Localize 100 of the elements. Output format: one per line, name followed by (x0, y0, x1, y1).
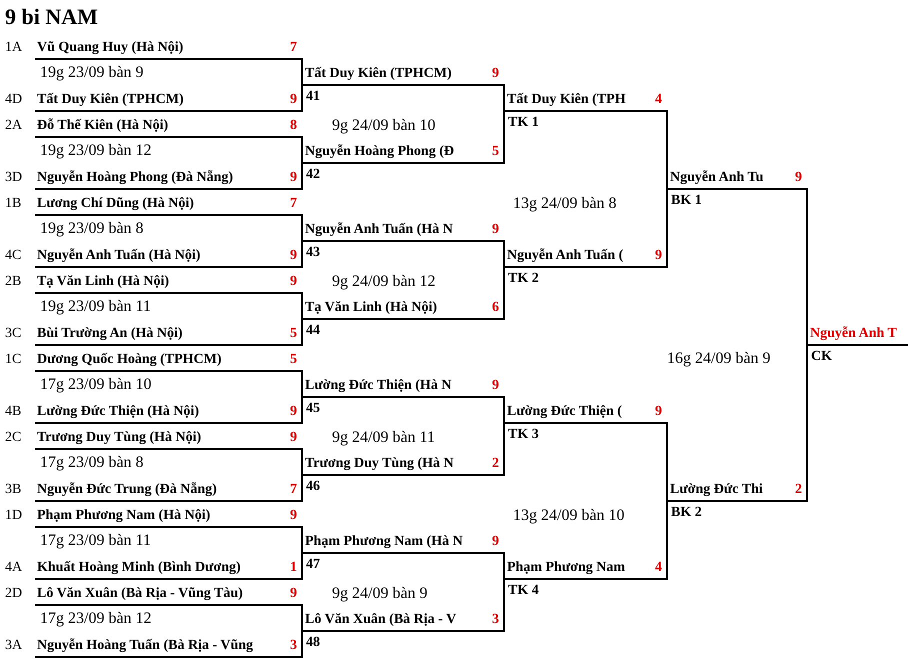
player-name: Lô Văn Xuân (Bà Rịa - Vũng Tàu) (37, 585, 243, 603)
match-code: 48 (306, 634, 320, 652)
match-schedule: 19g 23/09 bàn 9 (40, 63, 144, 83)
bracket-connector (301, 85, 303, 111)
player-name: Phạm Phương Nam (Hà N (305, 533, 463, 551)
score: 9 (795, 169, 802, 187)
player-name: Nguyễn Anh Tuấn (Hà N (305, 221, 453, 239)
bracket-connector (666, 423, 668, 501)
seed-code: 3B (5, 481, 22, 499)
bracket-connector (301, 241, 303, 267)
player-name: Tất Duy Kiên (TPH (507, 91, 626, 109)
score: 9 (492, 377, 499, 395)
match-code: TK 3 (508, 426, 539, 444)
player-name: Khuất Hoàng Minh (Bình Dương) (37, 559, 241, 577)
player-name: Đỗ Thế Kiên (Hà Nội) (37, 117, 168, 135)
score: 4 (655, 91, 662, 109)
match-schedule: 9g 24/09 bàn 10 (332, 116, 436, 136)
bracket-connector (666, 111, 668, 189)
seed-code: 3A (5, 637, 22, 655)
match-schedule: 13g 24/09 bàn 8 (513, 194, 617, 214)
score: 3 (290, 637, 297, 655)
player-name: Nguyễn Hoàng Phong (Đ (305, 143, 454, 161)
score: 2 (795, 481, 802, 499)
bracket-connector (301, 553, 303, 579)
player-name: Nguyễn Hoàng Tuấn (Bà Rịa - Vũng (37, 637, 254, 655)
match-schedule: 17g 23/09 bàn 12 (40, 609, 152, 629)
score: 9 (655, 403, 662, 421)
match-code: 45 (306, 400, 320, 418)
seed-code: 2D (5, 585, 22, 603)
score: 5 (290, 325, 297, 343)
match-code: 43 (306, 244, 320, 262)
bracket-connector (301, 137, 303, 163)
score: 9 (290, 273, 297, 291)
player-name: Vũ Quang Huy (Hà Nội) (37, 39, 184, 57)
player-name: Bùi Trường An (Hà Nội) (37, 325, 183, 343)
bracket-connector (301, 475, 303, 501)
score: 8 (290, 117, 297, 135)
player-name: Nguyễn Anh Tu (670, 169, 764, 187)
score: 4 (655, 559, 662, 577)
match-code: BK 2 (671, 504, 702, 522)
match-code: TK 2 (508, 270, 539, 288)
match-schedule: 17g 23/09 bàn 10 (40, 375, 152, 395)
seed-code: 2A (5, 117, 22, 135)
player-name: Tạ Văn Linh (Hà Nội) (305, 299, 437, 317)
score: 9 (290, 507, 297, 525)
player-name: Tất Duy Kiên (TPHCM) (305, 65, 452, 83)
bracket-connector (503, 111, 505, 163)
player-name: Phạm Phương Nam (507, 559, 626, 577)
bracket-connector (301, 449, 303, 475)
player-name: Nguyễn Đức Trung (Đà Nẵng) (37, 481, 217, 499)
score: 6 (492, 299, 499, 317)
match-code: 41 (306, 88, 320, 106)
seed-code: 1C (5, 351, 22, 369)
bracket-connector (503, 85, 505, 111)
seed-code: 3C (5, 325, 22, 343)
score: 1 (290, 559, 297, 577)
player-name: Trương Duy Tùng (Hà N (305, 455, 454, 473)
match-code: BK 1 (671, 192, 702, 210)
match-schedule: 19g 23/09 bàn 11 (40, 297, 151, 317)
player-name: Lô Văn Xuân (Bà Rịa - V (305, 611, 456, 629)
match-code: TK 1 (508, 114, 539, 132)
match-code: 42 (306, 166, 320, 184)
score: 9 (290, 585, 297, 603)
player-name: Nguyễn Anh Tuấn (Hà Nội) (37, 247, 200, 265)
bracket-connector (806, 189, 808, 345)
bracket-connector (301, 215, 303, 241)
match-schedule: 19g 23/09 bàn 12 (40, 141, 152, 161)
player-name: Trương Duy Tùng (Hà Nội) (37, 429, 202, 447)
score: 9 (290, 403, 297, 421)
score: 9 (655, 247, 662, 265)
player-name: Lường Đức Thiện (Hà N (305, 377, 452, 395)
score: 3 (492, 611, 499, 629)
score: 9 (492, 533, 499, 551)
player-name: Dương Quốc Hoàng (TPHCM) (37, 351, 222, 369)
match-schedule: 16g 24/09 bàn 9 (667, 349, 771, 369)
score: 7 (290, 481, 297, 499)
seed-code: 4B (5, 403, 22, 421)
match-schedule: 17g 23/09 bàn 8 (40, 453, 144, 473)
seed-code: 4C (5, 247, 22, 265)
score: 9 (492, 221, 499, 239)
score: 5 (290, 351, 297, 369)
seed-code: 1B (5, 195, 22, 213)
player-name: Lương Chí Dũng (Hà Nội) (37, 195, 194, 213)
seed-code: 3D (5, 169, 22, 187)
match-code: 44 (306, 322, 320, 340)
match-code: TK 4 (508, 582, 539, 600)
bracket-connector (301, 397, 303, 423)
match-code: 46 (306, 478, 320, 496)
score: 7 (290, 39, 297, 57)
match-schedule: 9g 24/09 bàn 11 (332, 428, 435, 448)
score: 9 (290, 429, 297, 447)
player-name: Phạm Phương Nam (Hà Nội) (37, 507, 210, 525)
bracket-connector (301, 59, 303, 85)
player-name: Nguyễn Hoàng Phong (Đà Nẵng) (37, 169, 234, 187)
bracket-connector (301, 319, 303, 345)
match-schedule: 19g 23/09 bàn 8 (40, 219, 144, 239)
seed-code: 4D (5, 91, 22, 109)
seed-code: 1D (5, 507, 22, 525)
match-schedule: 17g 23/09 bàn 11 (40, 531, 151, 551)
bracket-connector (301, 631, 303, 657)
